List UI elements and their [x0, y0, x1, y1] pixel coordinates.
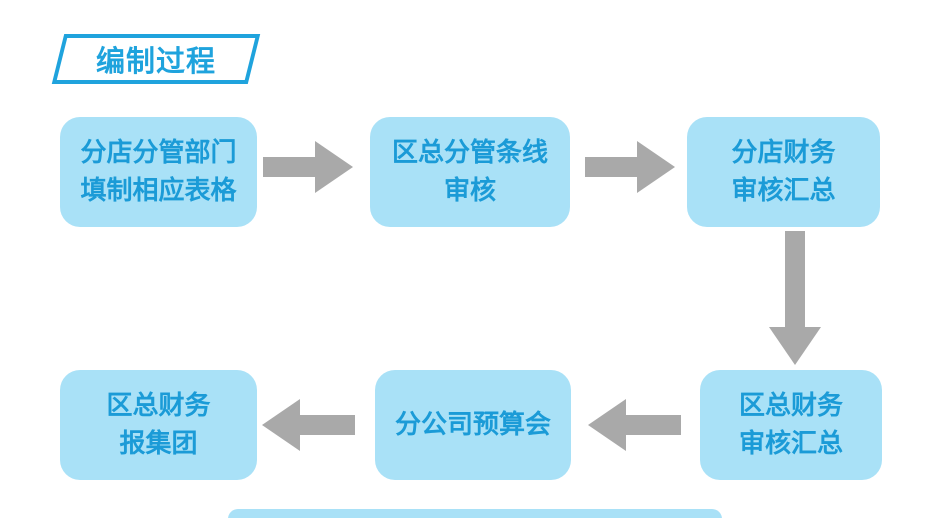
flow-node-step6-line2: 报集团: [119, 428, 198, 458]
flow-node-step4: 区总财务 审核汇总: [700, 370, 882, 480]
arrow-right-icon: [315, 141, 353, 193]
flow-node-step3-line2: 审核汇总: [731, 175, 836, 205]
flow-node-step2-line1: 区总分管条线: [391, 137, 548, 168]
flow-node-step5: 分公司预算会: [375, 370, 571, 480]
arrow-down-icon: [769, 327, 821, 365]
arrow-shaft: [300, 415, 355, 435]
arrow-shaft: [585, 157, 637, 177]
flow-node-step4-line2: 审核汇总: [738, 428, 843, 458]
arrow-right-step2-step3: [585, 141, 675, 193]
flow-node-step6: 区总财务 报集团: [60, 370, 257, 480]
arrow-left-icon: [262, 399, 300, 451]
arrow-right-step1-step2: [263, 141, 353, 193]
arrow-down-step3-step4: [769, 231, 821, 365]
arrow-shaft: [626, 415, 681, 435]
partial-node-bottom: [228, 509, 722, 518]
arrow-right-icon: [637, 141, 675, 193]
arrow-shaft: [785, 231, 805, 327]
flow-node-step6-line1: 区总财务: [106, 390, 211, 421]
diagram-title: 编制过程: [95, 46, 216, 78]
flow-node-step2: 区总分管条线 审核: [370, 117, 570, 227]
arrow-left-step4-step5: [588, 399, 681, 451]
diagram-title-box: 编制过程: [51, 34, 261, 84]
flow-node-step1-line2: 填制相应表格: [80, 175, 237, 205]
flow-node-step2-line2: 审核: [443, 175, 496, 205]
flow-node-step5-line1: 分公司预算会: [394, 409, 551, 440]
arrow-left-step5-step6: [262, 399, 355, 451]
flow-node-step3-line1: 分店财务: [731, 137, 836, 168]
arrow-shaft: [263, 157, 315, 177]
flow-node-step1: 分店分管部门 填制相应表格: [60, 117, 257, 227]
flow-node-step4-line1: 区总财务: [738, 390, 843, 421]
flow-node-step3: 分店财务 审核汇总: [687, 117, 880, 227]
flow-node-step1-line1: 分店分管部门: [80, 137, 237, 168]
arrow-left-icon: [588, 399, 626, 451]
